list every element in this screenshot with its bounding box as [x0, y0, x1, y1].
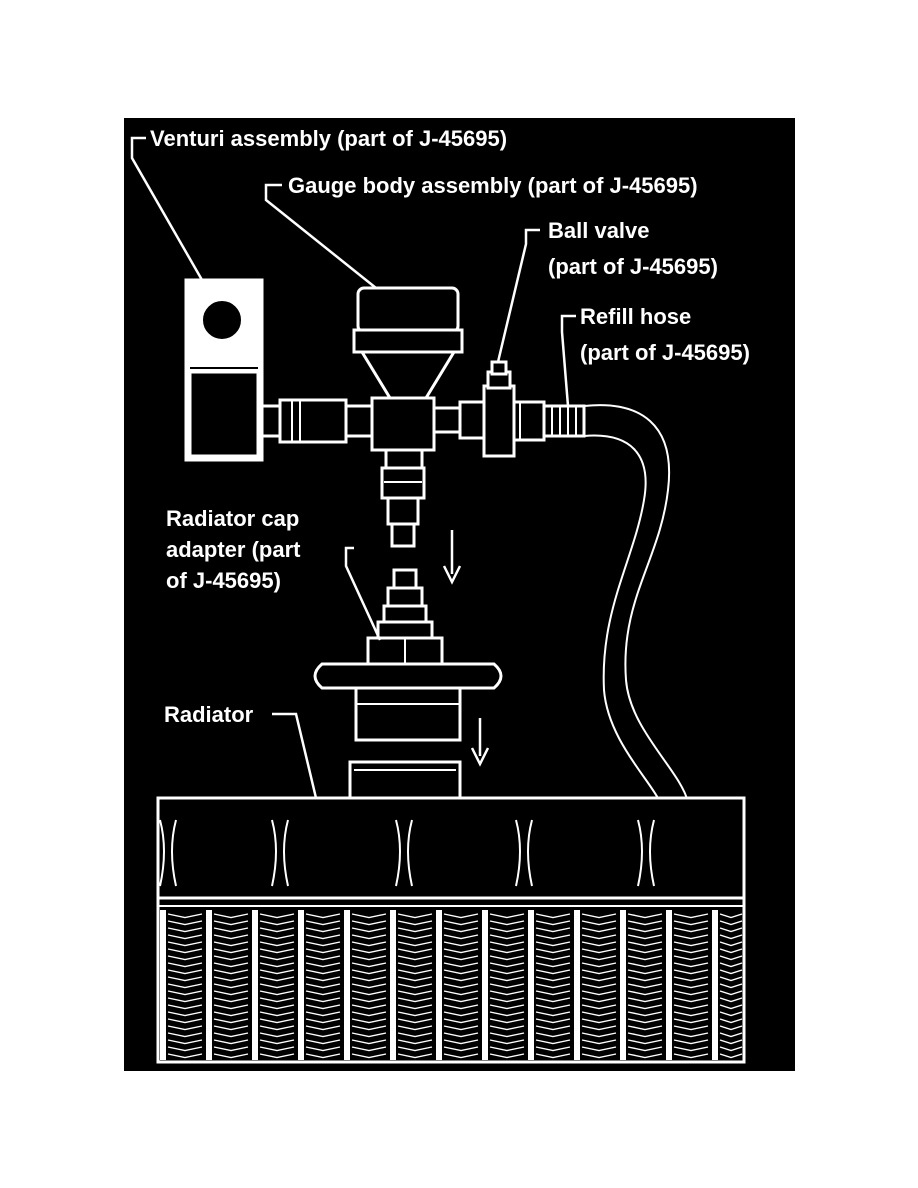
core-fins [581, 913, 617, 1059]
radiator-tank-brackets [159, 819, 655, 887]
core-tube [528, 910, 534, 1060]
core-fins [627, 913, 663, 1059]
radiator-cap-label-line3: of J-45695) [166, 568, 281, 593]
core-fins [535, 913, 571, 1059]
core-tube [298, 910, 304, 1060]
core-tube [344, 910, 350, 1060]
ball-valve-label-line2: (part of J-45695) [548, 254, 718, 279]
core-tube [160, 910, 166, 1060]
ball-valve-label-line1: Ball valve [548, 218, 650, 243]
core-fins [673, 913, 709, 1059]
core-tube [252, 910, 258, 1060]
radiator-cap-label-line2: adapter (part [166, 537, 301, 562]
core-fins [489, 913, 525, 1059]
radiator [156, 760, 746, 1064]
radiator-cap-adapter [313, 568, 503, 742]
venturi-coupler [260, 398, 374, 444]
radiator-cap-label-line1: Radiator cap [166, 506, 299, 531]
core-fins [167, 913, 203, 1059]
core-tube [206, 910, 212, 1060]
refill-hose-label-line2: (part of J-45695) [580, 340, 750, 365]
tank-bracket [271, 819, 289, 887]
radiator-core [160, 910, 743, 1060]
core-tube [482, 910, 488, 1060]
refill-hose [542, 404, 689, 803]
tank-bracket [637, 819, 655, 887]
venturi-assembly [184, 278, 264, 462]
core-tube [666, 910, 672, 1060]
radiator-label: Radiator [164, 702, 254, 727]
core-fins [443, 913, 479, 1059]
core-tube [436, 910, 442, 1060]
tank-bracket [515, 819, 533, 887]
ball-valve [432, 360, 546, 458]
core-fins [719, 913, 743, 1059]
core-tube [712, 910, 718, 1060]
core-tube [620, 910, 626, 1060]
core-tube [390, 910, 396, 1060]
gauge-body-assembly [352, 286, 464, 548]
core-fins [305, 913, 341, 1059]
refill-hose-label-line1: Refill hose [580, 304, 691, 329]
core-fins [351, 913, 387, 1059]
core-fins [213, 913, 249, 1059]
core-fins [259, 913, 295, 1059]
core-tube [574, 910, 580, 1060]
venturi-label: Venturi assembly (part of J-45695) [150, 126, 507, 151]
leader-lines [130, 136, 576, 799]
tank-bracket [159, 819, 177, 887]
down-arrow-icon [442, 530, 462, 585]
core-fins [397, 913, 433, 1059]
gauge-body-label: Gauge body assembly (part of J-45695) [288, 173, 698, 198]
down-arrow-icon [470, 718, 490, 767]
tank-bracket [395, 819, 413, 887]
